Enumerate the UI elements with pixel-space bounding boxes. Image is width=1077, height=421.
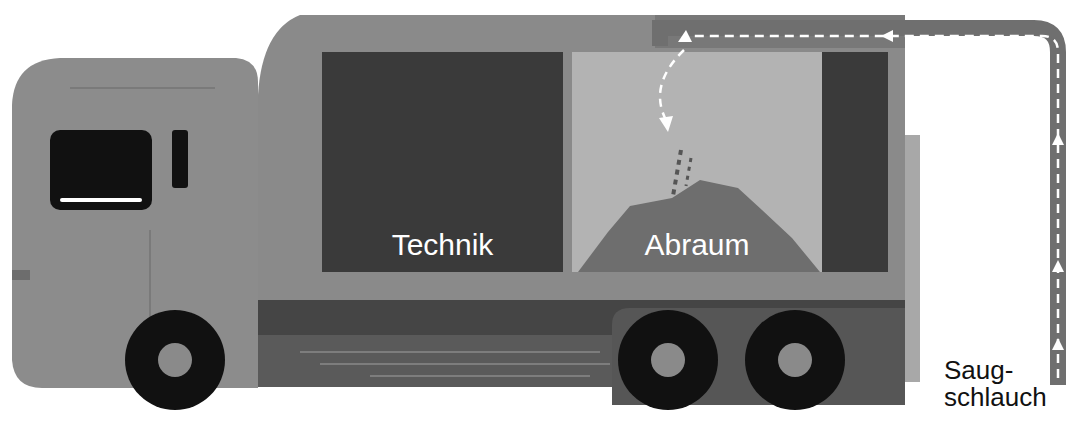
chamber-wall	[822, 52, 888, 272]
wheel	[618, 310, 718, 410]
falling-debris	[673, 150, 681, 196]
flow-arrowhead	[659, 116, 673, 132]
flow-arrowhead	[1052, 338, 1064, 350]
wheel	[125, 310, 225, 410]
wheel-hub	[158, 343, 192, 377]
wheel-hub	[778, 343, 812, 377]
flow-arrowhead	[881, 30, 893, 42]
flow-arrowhead	[1052, 260, 1064, 272]
compartment-label: Technik	[392, 228, 494, 263]
cab-line	[70, 87, 215, 89]
suction-hose	[660, 28, 1058, 385]
skirt-line	[370, 375, 590, 377]
window-highlight	[62, 198, 140, 202]
cab-detail	[12, 270, 30, 280]
falling-debris	[686, 158, 691, 186]
wheel-hub	[651, 343, 685, 377]
side-skirt	[258, 335, 638, 387]
chamber-fill	[572, 52, 822, 272]
skirt-line	[300, 351, 600, 353]
truck-body	[258, 15, 905, 300]
debris-chamber: Abraum	[572, 52, 822, 272]
flow-arrowhead	[1052, 133, 1064, 145]
hose-label: Saug- schlauch	[944, 357, 1069, 412]
debris-pile	[578, 180, 820, 272]
flow-arrow	[690, 36, 1058, 378]
cab-window	[50, 130, 152, 210]
compartment-label: Abraum	[644, 228, 749, 263]
flow-arrow	[660, 50, 684, 120]
wheel	[745, 310, 845, 410]
flow-arrowhead	[678, 30, 692, 42]
skirt-line	[320, 363, 610, 365]
rear-post	[905, 135, 920, 382]
mirror	[172, 130, 188, 188]
technology-compartment: Technik	[322, 52, 563, 272]
